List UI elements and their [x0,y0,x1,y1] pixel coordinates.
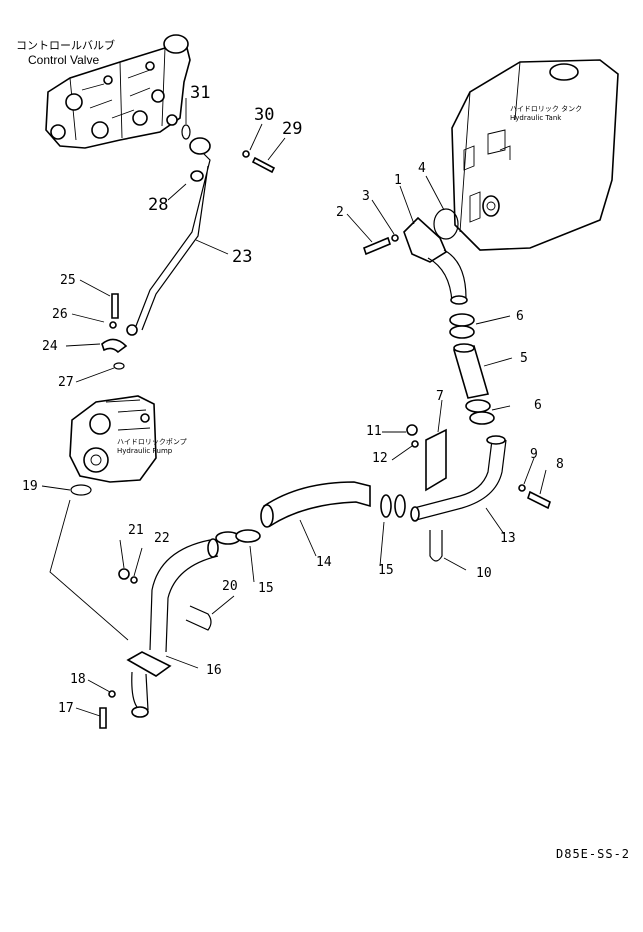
control-valve-en-label: Control Valve [28,53,99,67]
callout-23: 23 [232,247,252,267]
callout-13: 13 [500,531,516,546]
pipe-13 [413,439,507,521]
callout-3: 3 [362,189,370,204]
callout-20: 20 [222,579,238,594]
callout-16: 16 [206,663,222,678]
nut-11 [406,424,418,436]
callout-2: 2 [336,205,344,220]
callout-14: 14 [316,555,332,570]
u-bolt-10 [429,530,443,562]
clamp-15a [380,494,392,518]
hydraulic-tank-jp-label: ハイドロリック タンク [510,104,582,113]
callout-15a: 15 [378,563,394,578]
nut-21 [118,568,130,580]
callout-31: 31 [190,83,210,103]
callout-10: 10 [476,566,492,581]
bolt-17 [99,707,107,729]
callout-6a: 6 [516,309,524,324]
o-ring-4 [433,208,459,240]
callout-4: 4 [418,161,426,176]
callout-15b: 15 [258,581,274,596]
bracket-7 [425,428,447,492]
callout-6b: 6 [534,398,542,413]
o-ring-31 [181,124,191,140]
flange-28 [189,137,211,155]
callout-21: 21 [128,523,144,538]
pipe-16 [149,539,219,653]
clamp-6b [465,399,491,413]
callout-25: 25 [60,273,76,288]
callout-30: 30 [254,105,274,125]
callout-17: 17 [58,701,74,716]
callout-18: 18 [70,672,86,687]
callout-5: 5 [520,351,528,366]
hose-14 [263,481,371,528]
u-bolt-20 [185,605,212,631]
washer-12 [411,440,419,448]
control-valve-illustration [45,34,191,149]
hydraulic-pump-jp-label: ハイドロリックポンプ [117,438,187,446]
callout-1: 1 [394,173,402,188]
hydraulic-tank-illustration [451,59,619,251]
bolt-8 [527,490,551,510]
callout-12: 12 [372,451,388,466]
callout-29: 29 [282,119,302,139]
elbow-1 [427,249,467,303]
hose-5 [452,345,490,399]
flange-1 [403,216,448,263]
callout-8: 8 [556,457,564,472]
hydraulic-tank-en-label: Hydraulic Tank [510,114,562,122]
callout-11: 11 [366,424,382,439]
bolt-29 [251,156,276,174]
drawing-code: D85E-SS-2 [556,847,630,861]
callout-27: 27 [58,375,74,390]
bolt-25 [111,293,119,319]
control-valve-jp-label: コントロールバルブ [16,38,115,52]
callout-9: 9 [530,447,538,462]
o-ring-19 [70,484,92,496]
part-callouts: 1 2 3 4 5 6 6 7 8 9 10 11 12 13 14 15 15… [22,83,564,716]
callout-24: 24 [42,339,58,354]
hydraulic-pump-illustration [69,395,157,483]
clamp-6a [449,313,475,327]
callout-28: 28 [148,195,168,215]
leader-lines [41,98,547,717]
callout-22: 22 [154,531,170,546]
callout-19: 19 [22,479,38,494]
callout-26: 26 [52,307,68,322]
pipe-23 [135,147,211,331]
flange-16 [126,651,172,677]
callout-7: 7 [436,389,444,404]
washer-22 [130,576,138,584]
flange-24 [101,338,128,354]
bolt-2 [363,236,391,256]
hydraulic-pump-en-label: Hydraulic Pump [117,447,173,455]
